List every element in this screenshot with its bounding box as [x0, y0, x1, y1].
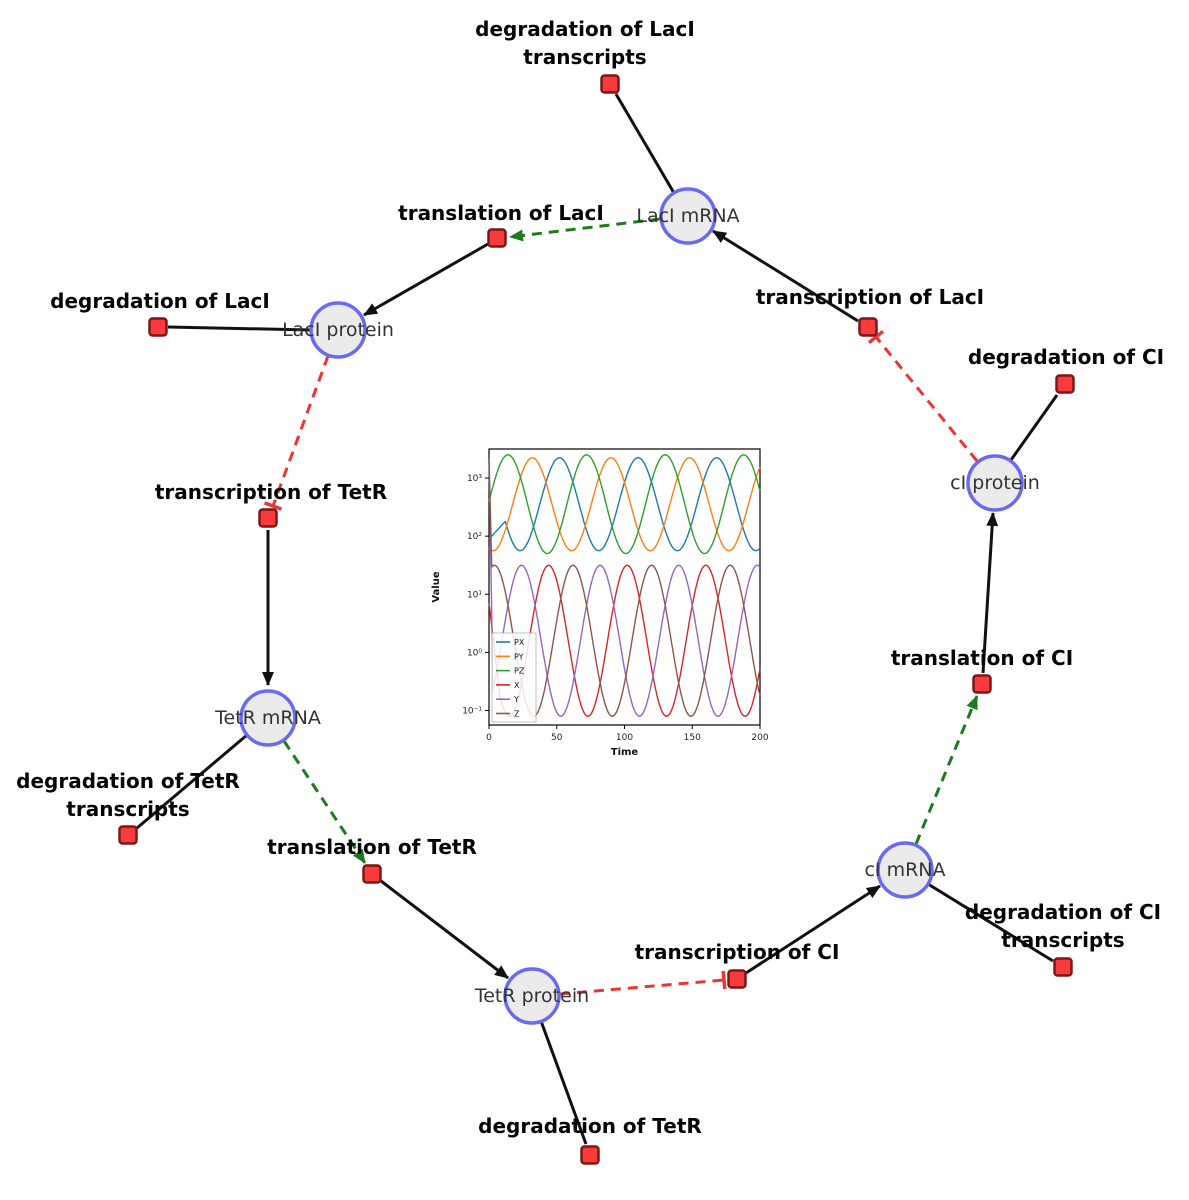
reaction-node-translation-of-laci — [487, 228, 507, 248]
chart-series-layer — [488, 454, 761, 717]
legend-label-PZ: PZ — [514, 667, 525, 676]
inhibition-tbar-laci-protein-inhibits-tetr-transcription — [263, 501, 283, 511]
edge-translation-of-ci-to-protein — [981, 512, 999, 674]
species-label-ci-mrna: cI mRNA — [864, 859, 945, 881]
legend-label-X: X — [514, 681, 520, 690]
edge-laci-mrna-to-degradation — [614, 93, 676, 194]
chart-series-PZ — [488, 454, 761, 555]
chart-x-axis-label: Time — [611, 747, 639, 758]
reaction-node-degradation-of-ci — [1055, 374, 1075, 394]
reaction-node-transcription-of-ci — [727, 969, 747, 989]
reaction-node-translation-of-tetr — [362, 864, 382, 884]
edge-tetr-protein-to-degradation — [539, 1020, 588, 1145]
edge-ci-mrna-to-degradation — [927, 882, 1054, 963]
legend-label-PY: PY — [514, 652, 524, 661]
reaction-label-transcription-of-tetr: transcription of TetR — [155, 480, 387, 504]
reaction-node-degradation-of-ci-transcripts — [1053, 957, 1073, 977]
chart-series-X — [488, 564, 761, 717]
species-node-ci-mrna — [876, 841, 934, 899]
reaction-node-degradation-of-tetr — [580, 1145, 600, 1165]
reaction-label-degradation-of-tetr: degradation of TetR — [478, 1114, 702, 1138]
inhibition-tbar-ci-protein-inhibits-laci-transcription — [867, 329, 885, 345]
species-node-ci-protein — [966, 454, 1024, 512]
y-tick-label: 10⁻¹ — [462, 706, 482, 716]
reaction-label-transcription-of-laci: transcription of LacI — [756, 285, 984, 309]
reaction-node-transcription-of-laci — [858, 317, 878, 337]
edge-ci-mrna-activates-translation — [914, 695, 979, 845]
edges-layer — [136, 93, 1059, 1145]
edge-laci-protein-to-degradation — [167, 325, 312, 332]
chart-legend-box — [491, 632, 537, 723]
edge-tetr-mrna-to-degradation — [136, 733, 248, 830]
chart-y-axis-label: Value — [431, 571, 442, 602]
chart-legend: PX PY PZ XYZ — [491, 632, 537, 723]
edge-transcription-of-laci-to-mrna — [712, 229, 859, 323]
edge-transcription-of-ci-to-mrna — [745, 884, 881, 975]
reaction-label-degradation-of-ci: degradation of CI — [968, 345, 1164, 369]
x-tick-label: 100 — [616, 733, 633, 743]
y-tick-label: 10² — [467, 532, 482, 542]
species-label-laci-mrna: LacI mRNA — [636, 205, 739, 227]
legend-label-PX: PX — [514, 638, 525, 647]
reaction-label-translation-of-ci: translation of CI — [891, 646, 1073, 670]
y-tick-label: 10⁰ — [467, 648, 482, 658]
chart-series-Y — [488, 457, 761, 717]
species-node-laci-mrna — [659, 187, 717, 245]
species-label-ci-protein: cI protein — [950, 472, 1040, 494]
species-label-laci-protein: LacI protein — [282, 319, 394, 341]
reaction-node-degradation-of-laci — [148, 317, 168, 337]
y-tick-label: 10¹ — [467, 590, 482, 600]
edge-translation-of-laci-to-protein — [363, 242, 489, 317]
edge-translation-of-tetr-to-protein — [380, 879, 509, 980]
nodes-layer — [118, 74, 1075, 1165]
edge-tetr-protein-inhibits-ci-transcription — [559, 978, 725, 996]
reaction-label-translation-of-laci: translation of LacI — [398, 201, 604, 225]
inhibition-tbar-tetr-protein-inhibits-ci-transcription — [721, 970, 727, 990]
edge-ci-protein-inhibits-laci-transcription — [874, 336, 979, 462]
reaction-node-translation-of-ci — [972, 674, 992, 694]
reaction-node-degradation-of-tetr-transcripts — [118, 825, 138, 845]
chart-series-PY — [488, 457, 761, 552]
legend-label-Z: Z — [514, 710, 520, 719]
reaction-label-translation-of-tetr: translation of TetR — [267, 835, 477, 859]
edge-ci-protein-to-degradation — [1009, 394, 1059, 461]
edge-tetr-mrna-activates-translation — [282, 740, 367, 864]
y-tick-label: 10³ — [467, 474, 482, 484]
reaction-label-degradation-of-laci: degradation of LacI — [50, 289, 270, 313]
reaction-node-transcription-of-tetr — [258, 508, 278, 528]
edge-laci-protein-inhibits-tetr-transcription — [271, 355, 330, 507]
x-tick-label: 50 — [551, 733, 563, 743]
species-label-tetr-mrna: TetR mRNA — [214, 707, 321, 729]
x-tick-label: 200 — [751, 733, 768, 743]
legend-label-Y: Y — [513, 695, 519, 704]
species-node-tetr-protein — [503, 967, 561, 1025]
species-label-tetr-protein: TetR protein — [474, 985, 589, 1007]
x-tick-label: 0 — [486, 733, 492, 743]
reaction-node-degradation-of-laci-transcripts — [600, 74, 620, 94]
species-node-tetr-mrna — [239, 689, 297, 747]
reaction-label-transcription-of-ci: transcription of CI — [635, 940, 840, 964]
chart-axes-layer: 0 50 100 150 200 10⁻¹ 10⁰ 10¹ 10² 10³ Time Value — [431, 474, 769, 758]
edge-laci-mrna-activates-translation — [509, 217, 661, 242]
species-node-laci-protein — [309, 301, 367, 359]
x-tick-label: 150 — [684, 733, 701, 743]
